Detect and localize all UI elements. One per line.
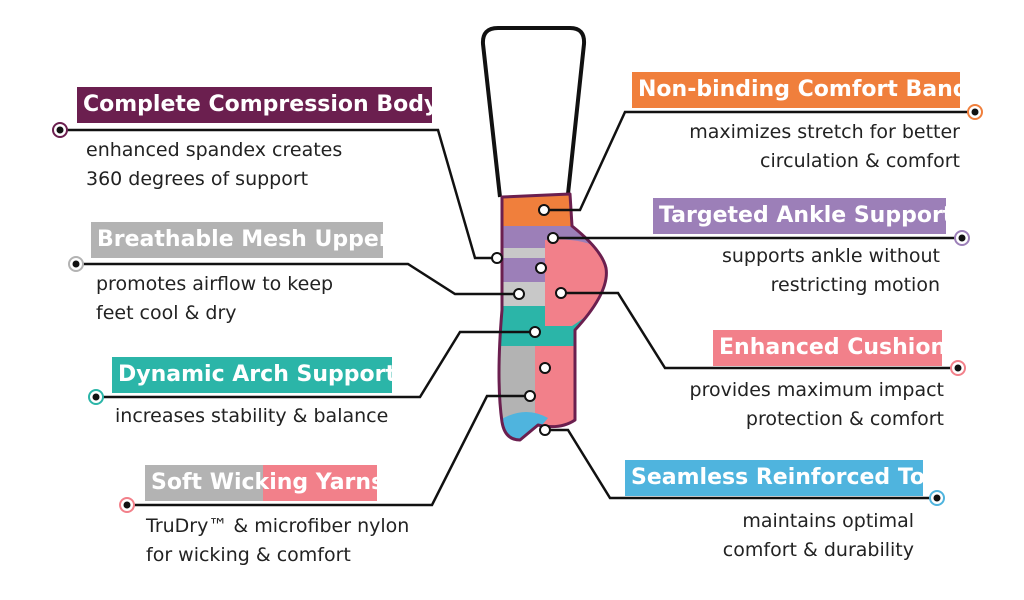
band-desc: maximizes stretch for better circulation… (689, 118, 960, 176)
compression-desc-line: enhanced spandex creates (86, 139, 343, 161)
wicking-title-part-a: Soft Wick (151, 470, 270, 495)
wicking-title: Soft Wicking Yarns (145, 465, 384, 501)
toe-title: Seamless Reinforced Toe (625, 460, 940, 496)
sock-dot-arch (529, 326, 541, 338)
cushion-title: Enhanced Cushion (713, 330, 946, 366)
wicking-desc-line: TruDry™ & microfiber nylon (146, 515, 410, 537)
leader-compression (60, 128, 497, 260)
wicking-desc-line: for wicking & comfort (146, 544, 351, 566)
sock-dot-toe (539, 424, 551, 436)
sock-dot-ankle-2 (535, 262, 547, 274)
compression-desc-line: 360 degrees of support (86, 168, 309, 190)
leader-arch (96, 330, 535, 399)
ankle-desc-line: supports ankle without (721, 245, 940, 267)
cushion-desc-line: protection & comfort (745, 408, 944, 430)
cushion-desc-line: provides maximum impact (689, 379, 944, 401)
sock-dot-cushion-2 (539, 362, 551, 374)
toe-desc: maintains optimal comfort & durability (723, 507, 914, 565)
arch-desc: increases stability & balance (115, 402, 388, 431)
leader-band (544, 110, 975, 212)
mesh-desc-line: promotes airflow to keep (96, 273, 334, 295)
sock-dot-band (538, 204, 550, 216)
mesh-desc: promotes airflow to keep feet cool & dry (96, 270, 333, 328)
band-title: Non-binding Comfort Band (632, 72, 969, 108)
ankle-desc: supports ankle without restricting motio… (722, 242, 940, 300)
arch-title: Dynamic Arch Support (112, 357, 396, 393)
compression-title: Complete Compression Body (77, 87, 438, 123)
leader-cushion (561, 291, 958, 370)
sock-dot-cushion (555, 287, 567, 299)
heel-pink (545, 239, 607, 326)
hanger-loop (480, 26, 587, 198)
wicking-desc: TruDry™ & microfiber nylon for wicking &… (146, 512, 409, 570)
sock-dot-compression (491, 252, 503, 264)
sock-dot-wicking (524, 390, 536, 402)
cushion-desc: provides maximum impact protection & com… (690, 376, 944, 434)
compression-desc: enhanced spandex creates 360 degrees of … (86, 136, 342, 194)
leader-wicking (127, 394, 530, 507)
arch-desc-line: increases stability & balance (115, 405, 389, 427)
sock-dot-mesh (513, 288, 525, 300)
sole-pink (535, 346, 607, 430)
toe-desc-line: comfort & durability (722, 539, 914, 561)
ankle-desc-line: restricting motion (770, 274, 940, 296)
leader-mesh (76, 262, 519, 296)
ankle-title: Targeted Ankle Support (653, 198, 953, 234)
toe-desc-line: maintains optimal (742, 510, 914, 532)
wicking-title-part-b: ing Yarns (269, 470, 385, 495)
mesh-title: Breathable Mesh Upper (91, 222, 390, 258)
band-desc-line: circulation & comfort (760, 150, 960, 172)
band-desc-line: maximizes stretch for better (689, 121, 960, 143)
leader-toe (545, 428, 937, 500)
sock-dot-ankle (547, 232, 559, 244)
mesh-desc-line: feet cool & dry (96, 302, 237, 324)
